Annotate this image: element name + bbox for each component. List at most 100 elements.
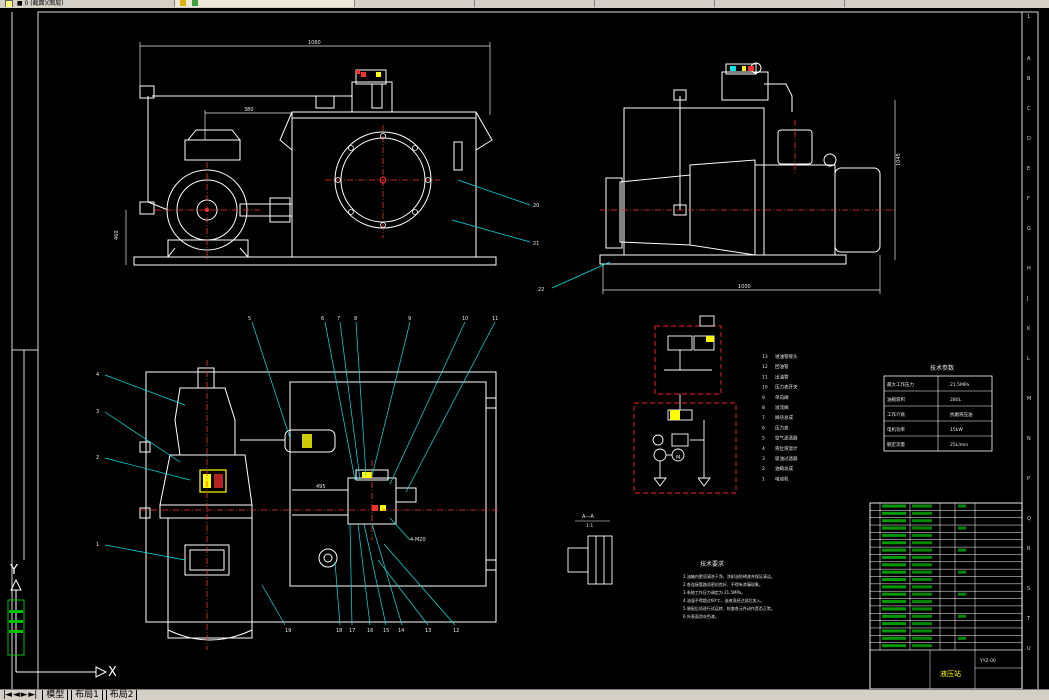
parts-list-no: 1 bbox=[762, 476, 765, 482]
svg-text:D: D bbox=[1027, 136, 1031, 142]
tech-requirements: 技术要求 1.油箱内壁须清洗干净，涂耐油防锈漆并保证清洁。 2.各连接管路须密封… bbox=[683, 560, 775, 619]
svg-text:2.各连接管路须密封良好，不得有渗漏现象。: 2.各连接管路须密封良好，不得有渗漏现象。 bbox=[683, 581, 763, 587]
bom-cell-code bbox=[882, 614, 906, 618]
dim-motor-width: 380 bbox=[244, 107, 254, 113]
bom-cell-name bbox=[912, 629, 932, 633]
svg-text:油箱容积: 油箱容积 bbox=[887, 396, 905, 403]
bom-cell-code bbox=[882, 548, 906, 552]
parts-list-name: 进油管接头 bbox=[775, 353, 798, 360]
side-view-dimensions bbox=[602, 100, 896, 294]
bom-cell-code bbox=[882, 555, 906, 559]
svg-text:4: 4 bbox=[96, 372, 99, 378]
parts-list-no: 4 bbox=[762, 446, 765, 452]
svg-text:5: 5 bbox=[248, 316, 251, 322]
dim-overall-width: 1060 bbox=[308, 40, 321, 46]
parts-list-no: 10 bbox=[762, 385, 768, 391]
bom-cell-code bbox=[882, 629, 906, 633]
bom-cell-name bbox=[912, 600, 932, 604]
schematic-accents: M bbox=[670, 336, 714, 461]
svg-text:15: 15 bbox=[383, 628, 389, 634]
svg-text:K: K bbox=[1027, 326, 1031, 332]
svg-text:P: P bbox=[1027, 476, 1030, 482]
dim-pump-mount: 495 bbox=[316, 484, 326, 490]
front-view-balloons: 20 21 bbox=[533, 203, 539, 247]
motor-symbol-m: M bbox=[676, 455, 680, 461]
top-view-centerlines bbox=[140, 360, 500, 650]
front-view-dim-text: 1060 380 460 bbox=[114, 40, 321, 240]
top-view-dim: 495 4-M20 bbox=[316, 484, 426, 543]
svg-text:E: E bbox=[1027, 166, 1030, 172]
svg-text:19: 19 bbox=[285, 628, 291, 634]
layer-combo[interactable]: ■ 0 (截面)(图层) bbox=[0, 0, 175, 7]
svg-text:12: 12 bbox=[453, 628, 459, 634]
svg-text:1: 1 bbox=[1027, 14, 1030, 20]
bom-cell-code bbox=[882, 541, 906, 545]
front-view-centerlines bbox=[155, 125, 440, 260]
svg-text:A—A: A—A bbox=[582, 514, 594, 520]
top-view-balloons-top: 5 6 7 8 9 10 11 bbox=[248, 316, 498, 322]
svg-text:6.外表面涂灰色漆。: 6.外表面涂灰色漆。 bbox=[683, 613, 719, 619]
match-properties-icon[interactable] bbox=[180, 0, 186, 6]
parts-list-no: 5 bbox=[762, 436, 765, 442]
color-combo[interactable] bbox=[355, 0, 475, 7]
svg-text:最大工作压力: 最大工作压力 bbox=[887, 381, 914, 388]
parts-list-name: 压力表 bbox=[775, 424, 789, 431]
parts-list-name: 油箱总成 bbox=[775, 465, 793, 472]
side-view-accents bbox=[730, 66, 754, 71]
bom-cell-name bbox=[912, 526, 932, 530]
bom-cell-name bbox=[912, 570, 932, 574]
svg-text:17: 17 bbox=[349, 628, 355, 634]
bom-cell-code bbox=[882, 570, 906, 574]
side-view bbox=[599, 62, 881, 265]
bom-cell-material bbox=[958, 570, 966, 574]
bom-cell-name bbox=[912, 585, 932, 589]
svg-text:9: 9 bbox=[408, 316, 411, 322]
bom-cell-code bbox=[882, 592, 906, 596]
bom-cell-material bbox=[958, 526, 966, 530]
svg-text:G: G bbox=[1027, 226, 1031, 232]
bom-cell-code bbox=[882, 600, 906, 604]
bom-cell-name bbox=[912, 622, 932, 626]
svg-text:20: 20 bbox=[533, 203, 539, 209]
linetype-combo[interactable] bbox=[475, 0, 595, 7]
layer-previous-icon[interactable] bbox=[191, 0, 198, 6]
svg-text:18: 18 bbox=[336, 628, 342, 634]
parts-list-no: 9 bbox=[762, 395, 765, 401]
bom-cell-code bbox=[882, 533, 906, 537]
plotstyle-combo[interactable] bbox=[715, 0, 845, 7]
bom-cell-name bbox=[912, 592, 932, 596]
svg-text:8: 8 bbox=[354, 316, 357, 322]
tab-layout2[interactable]: 布局2 bbox=[105, 690, 138, 700]
bom-cell-code bbox=[882, 644, 906, 648]
tab-nav-arrows[interactable]: |◄ ◄ ► ►| bbox=[3, 690, 37, 700]
lineweight-combo[interactable] bbox=[595, 0, 715, 7]
parts-list-name: 出油管 bbox=[775, 373, 789, 380]
drawing-canvas[interactable]: 1AB CDE FGH JKL MNP QRS TU bbox=[0, 8, 1049, 689]
bom-cell-code bbox=[882, 607, 906, 611]
side-view-dim-text: 1000 1045 bbox=[738, 153, 902, 290]
svg-text:1:1: 1:1 bbox=[586, 523, 593, 529]
svg-text:280L: 280L bbox=[950, 397, 962, 403]
bom-cell-material bbox=[958, 636, 966, 640]
top-view-balloons-bottom: 19 18 17 16 15 14 13 12 bbox=[285, 628, 459, 634]
bom-fills bbox=[882, 504, 966, 648]
svg-text:H: H bbox=[1027, 266, 1031, 272]
svg-text:16: 16 bbox=[367, 628, 373, 634]
parts-list-no: 3 bbox=[762, 456, 765, 462]
ucs-x-label: X bbox=[108, 665, 116, 680]
side-view-centerlines bbox=[600, 120, 895, 211]
parts-list-name: 空气滤清器 bbox=[775, 435, 798, 442]
svg-text:7: 7 bbox=[337, 316, 340, 322]
svg-text:11: 11 bbox=[492, 316, 498, 322]
bom-cell-name bbox=[912, 578, 932, 581]
bom-cell-name bbox=[912, 511, 932, 515]
svg-text:6: 6 bbox=[321, 316, 324, 322]
svg-text:J: J bbox=[1026, 296, 1028, 302]
top-view-balloons-left: 4 3 2 1 bbox=[96, 372, 99, 548]
svg-text:2: 2 bbox=[96, 455, 99, 461]
bom-cell-name bbox=[912, 555, 932, 559]
section-view: A—A 1:1 bbox=[567, 514, 613, 585]
svg-text:抗磨液压油: 抗磨液压油 bbox=[950, 411, 973, 418]
svg-text:L: L bbox=[1027, 356, 1030, 362]
bom-cell-name bbox=[912, 614, 932, 618]
